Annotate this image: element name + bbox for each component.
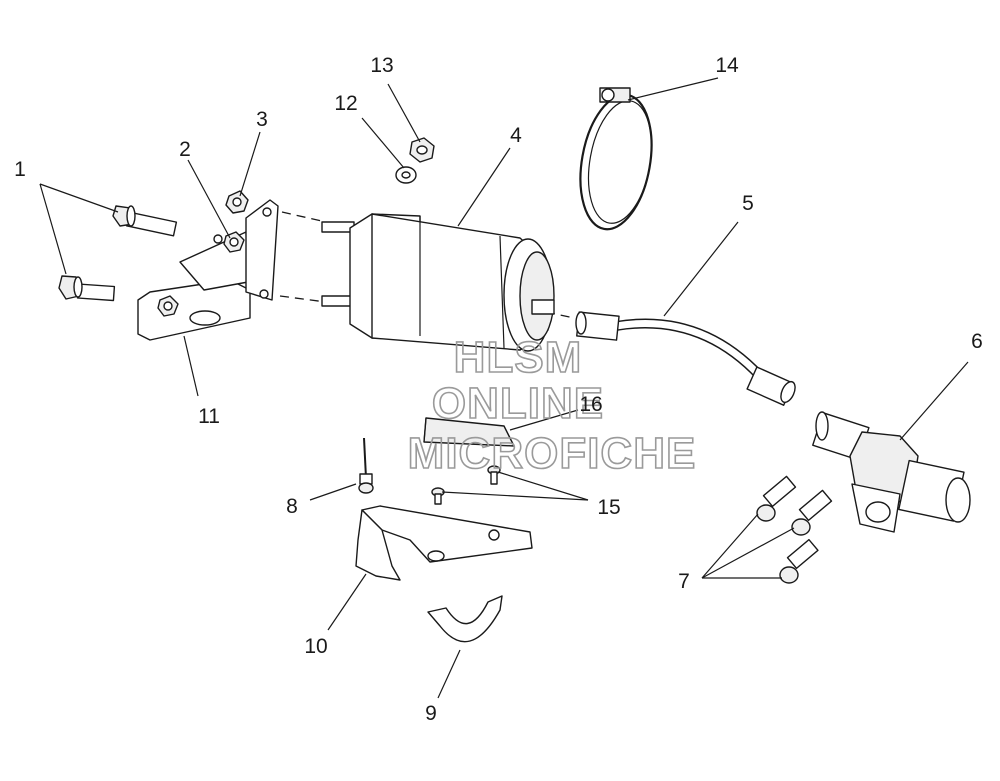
screw-c xyxy=(779,538,819,584)
watermark-line-2: ONLINE xyxy=(432,379,604,428)
part-4-starter-motor xyxy=(321,213,555,352)
callout-6: 6 xyxy=(971,330,983,353)
callout-5: 5 xyxy=(742,192,754,215)
part-9-strap xyxy=(427,595,503,643)
callouts: 1 2 3 4 5 6 7 8 9 10 11 12 13 14 15 16 xyxy=(14,54,983,725)
part-14-clamp xyxy=(579,87,653,231)
screw-15-b xyxy=(487,465,501,485)
bolt-upper xyxy=(112,205,178,237)
watermark: HLSM ONLINE MICROFICHE xyxy=(407,332,697,479)
part-15-screws xyxy=(431,465,501,505)
callout-15: 15 xyxy=(597,496,620,519)
screw-b xyxy=(791,489,833,536)
callout-2: 2 xyxy=(179,138,191,161)
bolt-lower xyxy=(58,275,116,302)
part-10-lower-bracket xyxy=(355,505,533,581)
part-8-rivet xyxy=(358,437,374,494)
watermark-line-3: MICROFICHE xyxy=(408,429,697,478)
bracket-nut-lower xyxy=(157,295,179,317)
callout-13: 13 xyxy=(370,54,393,77)
part-13-nut xyxy=(409,137,435,163)
callout-1: 1 xyxy=(14,158,26,181)
callout-8: 8 xyxy=(286,495,298,518)
callout-12: 12 xyxy=(334,92,357,115)
screw-15-a xyxy=(431,487,445,505)
callout-7: 7 xyxy=(678,570,690,593)
callout-16: 16 xyxy=(579,393,602,416)
part-11-bracket xyxy=(137,199,279,341)
callout-9: 9 xyxy=(425,702,437,725)
part-1-bolts xyxy=(58,205,178,302)
callout-10: 10 xyxy=(304,635,327,658)
leader-lines xyxy=(39,77,969,699)
screw-a xyxy=(756,475,797,522)
part-12-washer xyxy=(395,166,417,184)
part-3-nut xyxy=(225,190,249,214)
callout-14: 14 xyxy=(715,54,739,77)
callout-11: 11 xyxy=(198,405,220,428)
part-5-cable xyxy=(575,311,796,406)
part-16-pad xyxy=(423,417,515,447)
watermark-line-1: HLSM xyxy=(454,333,583,382)
part-7-screws xyxy=(756,475,833,584)
part-6-drive-gear xyxy=(812,411,971,533)
callout-4: 4 xyxy=(510,124,522,147)
callout-3: 3 xyxy=(256,108,268,131)
